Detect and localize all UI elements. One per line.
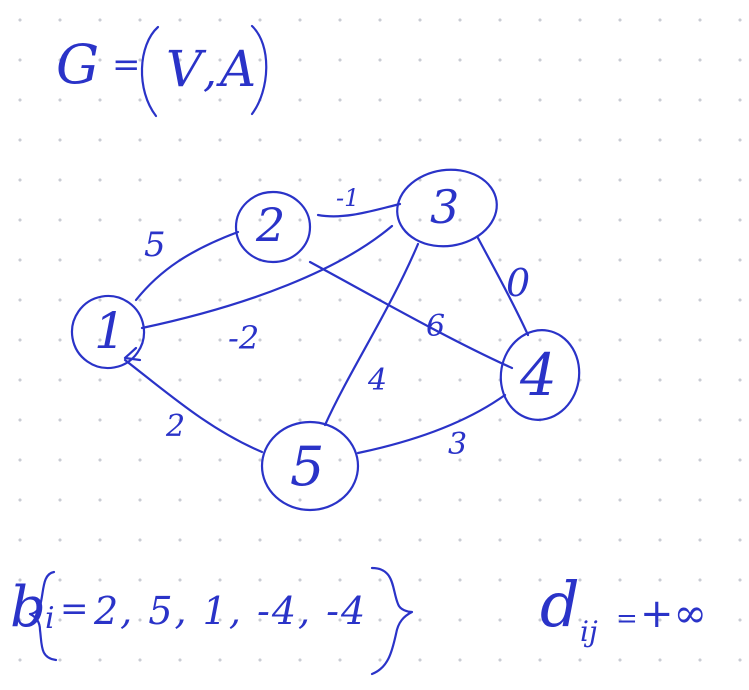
- left-brace: [28, 570, 58, 662]
- node-3-label: 3: [430, 180, 460, 234]
- edge-3-1: [140, 224, 394, 330]
- cost-value: +∞: [640, 591, 707, 637]
- graph-equals: =: [112, 45, 141, 85]
- edge-1-2: [134, 230, 240, 302]
- node-4-label: 4: [520, 341, 557, 409]
- nodes: [70, 168, 581, 512]
- node-1-circle: [70, 294, 146, 370]
- weight-1-2: 5: [144, 225, 166, 265]
- node-5-circle: [260, 420, 360, 512]
- right-paren: [250, 24, 268, 116]
- left-paren: [140, 25, 160, 118]
- edge-5-1: [123, 358, 264, 454]
- weight-2-4: 6: [426, 309, 446, 344]
- edge-5-4: [356, 393, 507, 455]
- graph-name: G: [56, 33, 100, 96]
- node-3-circle: [396, 168, 498, 248]
- right-brace: [370, 566, 414, 676]
- edges: [123, 202, 530, 455]
- demand-equals: =: [60, 589, 89, 629]
- weight-5-1: 2: [166, 409, 186, 444]
- edge-3-5: [323, 242, 420, 427]
- weight-3-1: -2: [228, 319, 260, 357]
- node-2-label: 2: [256, 198, 286, 252]
- weight-3-5: 4: [368, 363, 388, 398]
- edge-3-4: [476, 236, 530, 337]
- arc-set-label: A: [220, 40, 257, 98]
- node-1-label: 1: [94, 302, 126, 360]
- demand-name: b: [10, 575, 46, 640]
- edge-2-3: [316, 202, 402, 218]
- weight-2-3: -1: [336, 184, 360, 212]
- cost-name: d: [540, 568, 580, 641]
- arrow-head-1: [123, 346, 142, 362]
- edge-2-4: [308, 260, 514, 370]
- demand-subscript: i: [45, 601, 55, 636]
- vertex-set-label: V: [166, 40, 203, 98]
- node-2-circle: [234, 190, 312, 264]
- node-5-label: 5: [290, 435, 325, 498]
- demand-set-braces: [28, 566, 414, 676]
- demand-values: 2, 5, 1, -4, -4: [94, 589, 368, 633]
- weight-5-4: 3: [448, 427, 468, 462]
- cost-equals: =: [616, 604, 638, 634]
- graph-definition: [140, 24, 268, 118]
- weight-3-4: 0: [506, 261, 531, 305]
- graph-separator: ,: [203, 46, 217, 97]
- cost-subscript: ij: [580, 615, 598, 648]
- node-4-circle: [499, 329, 581, 421]
